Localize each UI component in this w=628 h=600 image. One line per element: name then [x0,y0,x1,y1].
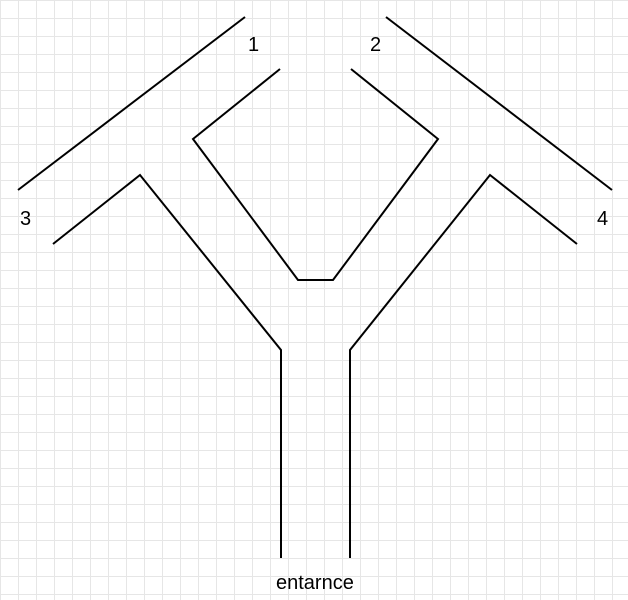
wall-left-outer [17,16,246,191]
exit-label-2: 2 [370,34,382,56]
exit-label-4: 4 [597,208,609,230]
wall-left-inner [52,173,282,558]
exit-label-1: 1 [248,34,260,56]
wall-right-outer [385,16,613,191]
wall-center-pocket [191,68,440,281]
exit-label-3: 3 [20,208,32,230]
wall-right-inner [349,173,578,558]
entrance-label: entarnce [276,572,354,594]
